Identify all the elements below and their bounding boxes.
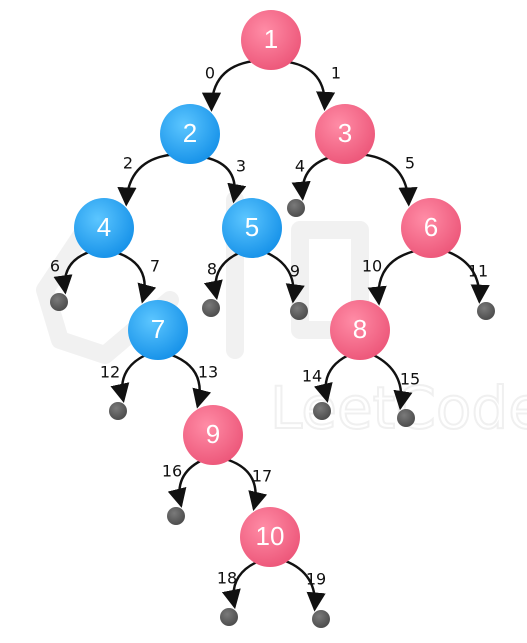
null-leaf <box>477 302 495 320</box>
edge-9 <box>264 251 305 304</box>
edge-label: 2 <box>123 154 133 173</box>
edge-16 <box>167 459 203 508</box>
node-circle <box>160 104 220 164</box>
node-label: 5 <box>245 212 259 242</box>
edge-11 <box>445 250 490 304</box>
edge-label: 7 <box>150 257 160 276</box>
tree-node-1: 1 <box>241 10 301 70</box>
edge-label: 18 <box>217 569 237 588</box>
tree-node-6: 6 <box>401 198 461 258</box>
null-leaf <box>287 199 305 217</box>
null-leaf <box>312 610 330 628</box>
edge-17 <box>225 458 268 512</box>
edge-12 <box>110 353 147 404</box>
edge-18 <box>221 560 259 610</box>
edge-13 <box>169 353 212 409</box>
node-label: 8 <box>353 314 367 344</box>
tree-node-9: 9 <box>183 405 243 465</box>
edge-label: 19 <box>306 570 326 589</box>
node-circle <box>330 300 390 360</box>
edge-7 <box>115 251 157 304</box>
node-circle <box>315 104 375 164</box>
null-leaf <box>397 409 415 427</box>
node-circle <box>183 405 243 465</box>
null-leaf <box>167 507 185 525</box>
edge-label: 6 <box>50 257 60 276</box>
node-label: 6 <box>424 212 438 242</box>
edge-15 <box>371 353 413 411</box>
edge-5 <box>362 153 418 207</box>
null-leaf <box>202 299 220 317</box>
edge-label: 12 <box>100 363 120 382</box>
edge-2 <box>117 153 173 207</box>
edge-1 <box>287 60 336 111</box>
edge-label: 17 <box>252 467 272 486</box>
node-circle <box>74 198 134 258</box>
node-circle <box>128 300 188 360</box>
edge-label: 1 <box>331 64 341 83</box>
edge-label: 11 <box>468 262 488 281</box>
null-leaf <box>220 608 238 626</box>
watermark-logo-shape <box>36 206 179 364</box>
edge-4 <box>291 156 331 201</box>
edge-label: 16 <box>162 462 182 481</box>
node-label: 3 <box>338 118 352 148</box>
edge-14 <box>313 354 350 403</box>
edge-label: 3 <box>236 157 246 176</box>
tree-node-4: 4 <box>74 198 134 258</box>
tree-node-3: 3 <box>315 104 375 164</box>
tree-node-5: 5 <box>222 198 282 258</box>
null-leaf <box>290 302 308 320</box>
node-label: 7 <box>151 314 165 344</box>
edge-0 <box>201 60 254 112</box>
edge-label: 10 <box>362 257 382 276</box>
edge-6 <box>53 250 91 295</box>
node-label: 9 <box>206 419 220 449</box>
tree-node-8: 8 <box>330 300 390 360</box>
node-circle <box>401 198 461 258</box>
edge-label: 15 <box>400 370 420 389</box>
edge-label: 0 <box>205 64 215 83</box>
edge-label: 5 <box>405 154 415 173</box>
tree-node-7: 7 <box>128 300 188 360</box>
edge-19 <box>283 559 326 612</box>
null-leaf <box>50 293 68 311</box>
edge-label: 14 <box>302 367 322 386</box>
null-leaf <box>313 402 331 420</box>
node-circle <box>222 198 282 258</box>
node-circle <box>240 507 300 567</box>
edge-label: 13 <box>198 363 218 382</box>
edge-3 <box>204 156 247 204</box>
null-leaf <box>109 402 127 420</box>
edge-label: 9 <box>290 262 300 281</box>
tree-node-10: 10 <box>240 507 300 567</box>
edge-8 <box>203 251 241 301</box>
node-label: 2 <box>183 118 197 148</box>
edge-10 <box>367 249 417 306</box>
node-circle <box>241 10 301 70</box>
tree-node-2: 2 <box>160 104 220 164</box>
node-label: 1 <box>264 24 278 54</box>
edge-label: 8 <box>207 260 217 279</box>
edge-label: 4 <box>295 157 305 176</box>
node-label: 10 <box>256 521 285 551</box>
node-label: 4 <box>97 212 111 242</box>
